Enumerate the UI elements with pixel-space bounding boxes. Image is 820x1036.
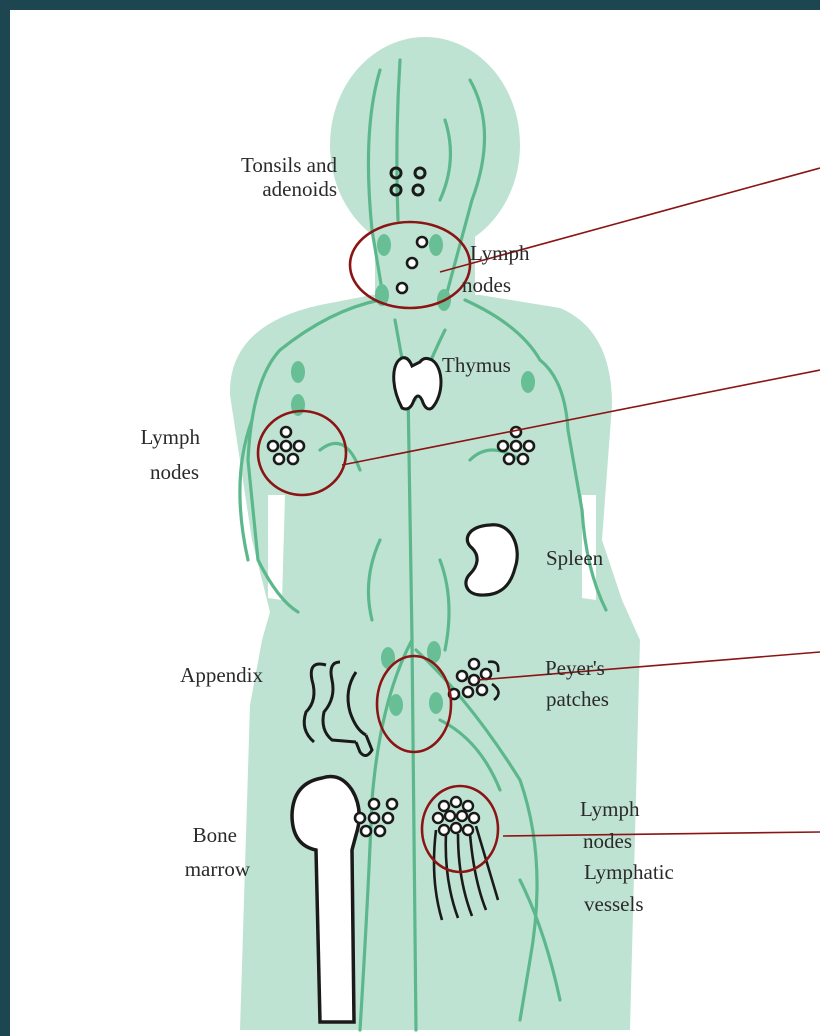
label-vessels-line1: Lymphatic — [584, 860, 674, 884]
label-spleen: Spleen — [546, 546, 604, 570]
label-tonsils-line2: adenoids — [262, 177, 337, 201]
label-peyers-line1: Peyer's — [545, 656, 605, 680]
label-neck-nodes-line1: Lymph — [470, 241, 530, 265]
label-vessels-line2: vessels — [584, 892, 644, 916]
label-bone-line2: marrow — [185, 857, 251, 881]
label-groin-nodes-line1: Lymph — [580, 797, 640, 821]
label-appendix: Appendix — [180, 663, 263, 687]
label-tonsils-line1: Tonsils and — [241, 153, 337, 177]
label-arm-nodes-line1: Lymph — [140, 425, 200, 449]
label-thymus: Thymus — [442, 353, 511, 377]
label-groin-nodes-line2: nodes — [583, 829, 632, 853]
label-arm-nodes-line2: nodes — [150, 460, 199, 484]
lymph-node-cluster-icon — [433, 797, 479, 835]
label-bone-line1: Bone — [193, 823, 237, 847]
label-neck-nodes-line2: nodes — [462, 273, 511, 297]
label-peyers-line2: patches — [546, 687, 609, 711]
